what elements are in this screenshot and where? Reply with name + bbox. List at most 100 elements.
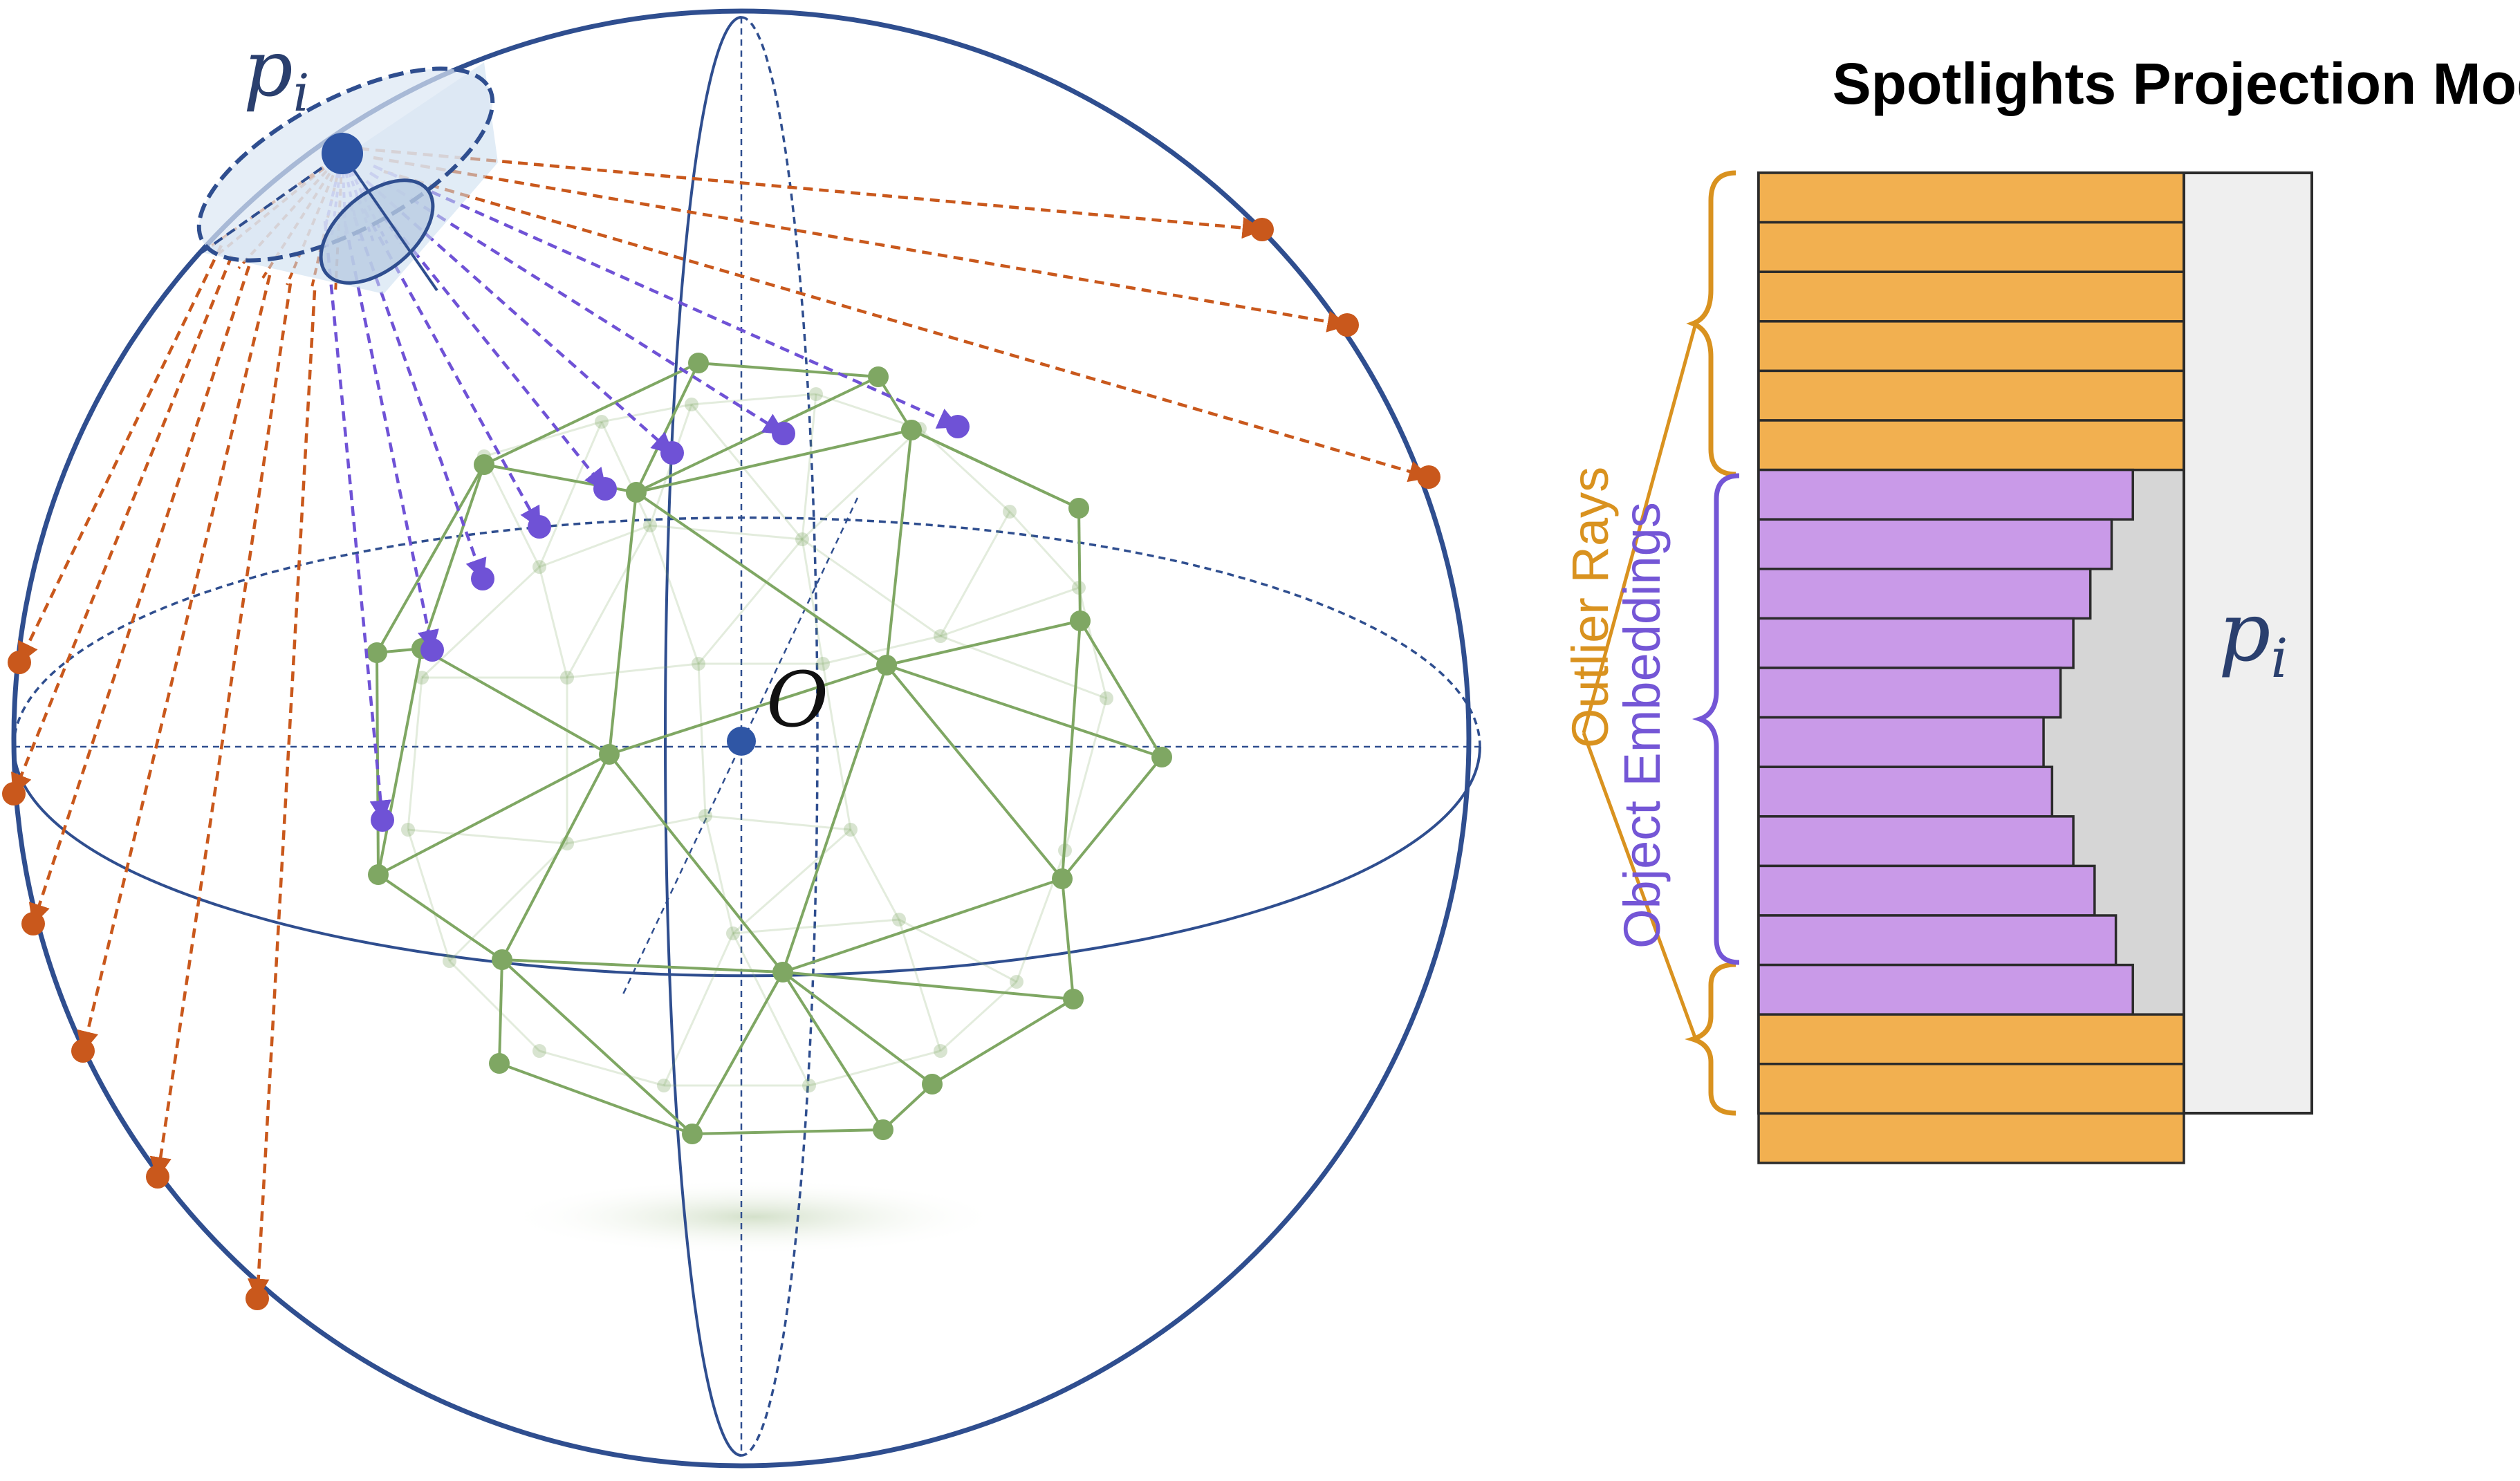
- object-embedding-bar: [1757, 667, 2062, 719]
- mesh-vertex-back: [1100, 691, 1113, 705]
- mesh-vertex-back: [595, 415, 609, 429]
- object-ray: [323, 221, 391, 823]
- mesh-vertex-back: [698, 809, 712, 823]
- mesh-edge-back: [732, 918, 900, 935]
- object-ray-endpoint: [420, 638, 444, 662]
- mesh-edge: [1079, 620, 1163, 758]
- mesh-edge-back: [649, 525, 700, 664]
- projection-bar-panel: pi: [1757, 171, 2313, 1164]
- mesh-edge-back: [1064, 698, 1108, 851]
- mesh-edge-back: [539, 1050, 665, 1087]
- mesh-edge: [501, 958, 694, 1135]
- mesh-edge: [635, 491, 888, 667]
- cone-edge-left: [201, 152, 344, 254]
- mesh-vertex: [922, 1074, 943, 1095]
- mesh-vertex-back: [401, 823, 415, 837]
- mesh-edge: [877, 375, 913, 431]
- outlier-ray-endpoint: [245, 1287, 269, 1310]
- mesh-vertex: [688, 353, 709, 373]
- outlier-ray-endpoint: [71, 1039, 95, 1063]
- mesh-vertex: [599, 744, 620, 765]
- mesh-vertex-back: [560, 671, 574, 684]
- mesh-edge-back: [448, 960, 541, 1052]
- mesh-edge: [608, 753, 784, 974]
- mesh-edge: [781, 971, 934, 1086]
- outlier-ray-endpoint: [2, 782, 26, 805]
- mesh-edge: [931, 998, 1075, 1086]
- mesh-vertex: [1068, 498, 1089, 519]
- mesh-edge-back: [566, 662, 699, 679]
- mesh-vertex: [368, 864, 389, 885]
- object-ray-endpoint: [371, 808, 394, 832]
- outlier-ray: [77, 274, 272, 1054]
- outlier-ray: [149, 283, 293, 1180]
- mesh-edge-back: [690, 404, 804, 540]
- mesh-edge-back: [697, 539, 804, 664]
- chart-title: Spotlights Projection Model: [1833, 51, 2520, 116]
- mesh-edge-back: [808, 1050, 941, 1087]
- object-ray-endpoint: [593, 477, 617, 501]
- mesh-vertex-back: [934, 629, 947, 643]
- mesh-vertex: [1052, 868, 1073, 889]
- mesh-edge-back: [939, 511, 1011, 637]
- mesh-vertex: [492, 949, 512, 970]
- object-ray-endpoint: [772, 422, 795, 445]
- mesh-edge: [498, 959, 503, 1064]
- mesh-edge: [781, 971, 884, 1131]
- cone-edge-right: [341, 152, 438, 292]
- object-ray: [373, 164, 960, 429]
- mesh-edge: [692, 1128, 884, 1135]
- spotlight-point-label: pi: [243, 24, 309, 123]
- mesh-edge: [608, 492, 638, 755]
- mesh-edge-back: [448, 842, 568, 962]
- spotlight-point-pi: [322, 133, 363, 174]
- outlier-brace-bottom: [1685, 962, 1736, 1116]
- mesh-edge: [1077, 507, 1082, 622]
- mesh-vertex: [868, 366, 889, 387]
- mesh-edge-back: [566, 525, 651, 678]
- bars: [1757, 171, 2185, 1164]
- mesh-edge: [885, 664, 1064, 880]
- mesh-edge: [609, 664, 887, 756]
- outlier-ray: [28, 266, 251, 926]
- object-embedding-bar: [1757, 518, 2113, 570]
- mesh-edge: [1061, 620, 1082, 879]
- outlier-ray-endpoint: [1250, 218, 1274, 241]
- inner-spotlight-rim: [319, 178, 435, 285]
- mesh-vertex-back: [844, 823, 858, 837]
- sphere-outline: [11, 8, 1472, 1469]
- mesh-shadow: [505, 1179, 1003, 1255]
- object-embedding-bar: [1757, 568, 2092, 620]
- mesh-vertex: [1151, 747, 1172, 767]
- mesh-vertex: [474, 454, 494, 475]
- mesh-edge: [377, 648, 423, 875]
- object-embeddings-label: Object Embeddings: [1613, 502, 1671, 949]
- mesh-edge-back: [407, 829, 451, 962]
- object-ray-endpoint: [660, 441, 684, 465]
- outlier-ray: [247, 290, 317, 1301]
- object-ray: [340, 208, 439, 653]
- mesh-vertex: [626, 482, 647, 503]
- outlier-ray: [17, 245, 223, 664]
- mesh-edge-back: [732, 828, 851, 935]
- object-embedding-mesh: [367, 353, 1172, 1144]
- mesh-edge-back: [697, 663, 707, 817]
- object-embedding-bar: [1757, 914, 2118, 967]
- mesh-vertex-back: [802, 1079, 816, 1092]
- mesh-vertex-back: [809, 387, 823, 401]
- outlier-ray-bar: [1757, 171, 2185, 224]
- mesh-edge: [782, 971, 1074, 1000]
- mesh-edge: [501, 958, 784, 974]
- mesh-edge-back: [802, 538, 941, 637]
- mesh-edge-back: [918, 427, 1011, 513]
- outlier-ray-endpoint: [146, 1165, 169, 1189]
- outlier-rays-label: Outlier Rays: [1562, 467, 1619, 748]
- outlier-ray-endpoint: [8, 651, 31, 674]
- mesh-edge-back: [940, 586, 1080, 637]
- mesh-vertex-back: [1010, 975, 1023, 989]
- mesh-edge: [420, 464, 485, 649]
- mesh-edge: [698, 362, 879, 378]
- mesh-vertex-back: [415, 671, 429, 684]
- mesh-vertex: [367, 642, 387, 663]
- outlier-ray-bar: [1757, 419, 2185, 472]
